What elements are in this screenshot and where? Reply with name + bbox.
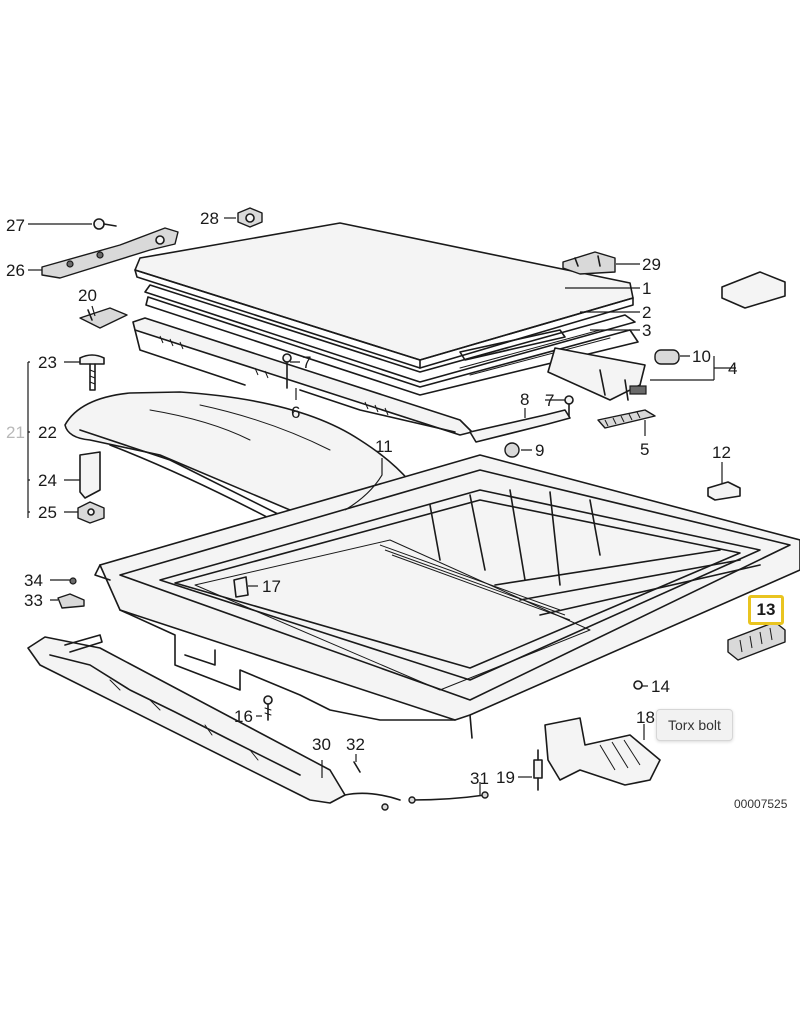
rear-guide-right[interactable] [562, 251, 616, 275]
diagram-code: 00007525 [734, 797, 788, 811]
drive-cable-rail[interactable] [132, 317, 473, 436]
part-tooltip: Torx bolt [656, 709, 733, 741]
bracket-24[interactable] [79, 451, 101, 499]
bracket-18[interactable] [544, 717, 661, 786]
cable-5[interactable] [597, 409, 656, 429]
clip-12[interactable] [707, 481, 741, 501]
leader-lines [27, 217, 736, 795]
hose-32[interactable] [344, 761, 401, 811]
label-30: 30 [312, 735, 331, 754]
label-9: 9 [535, 441, 544, 460]
part-labels: 27 28 26 29 1 2 3 10 4 20 7 6 8 7 9 5 23… [6, 209, 788, 811]
label-10: 10 [692, 347, 711, 366]
label-6: 6 [291, 403, 300, 422]
label-26: 26 [6, 261, 25, 280]
pad-29-right[interactable] [721, 271, 786, 309]
label-1: 1 [642, 279, 651, 298]
label-31: 31 [470, 769, 489, 788]
label-2: 2 [642, 303, 651, 322]
label-29: 29 [642, 255, 661, 274]
plug-10[interactable] [654, 349, 680, 365]
screw-16[interactable] [263, 695, 273, 721]
screw-7-left[interactable] [282, 353, 292, 389]
screw-7-right[interactable] [564, 395, 574, 417]
label-32: 32 [346, 735, 365, 754]
guide-rail[interactable] [547, 347, 647, 401]
label-8: 8 [520, 390, 529, 409]
label-28: 28 [200, 209, 219, 228]
label-16: 16 [234, 707, 253, 726]
label-22: 22 [38, 423, 57, 442]
label-14: 14 [651, 677, 670, 696]
label-11: 11 [375, 437, 393, 456]
nut-9[interactable] [504, 442, 520, 458]
nut-28[interactable] [237, 207, 263, 228]
sunroof-frame[interactable] [94, 454, 800, 739]
bolt-33[interactable] [57, 593, 85, 609]
bolt-19[interactable] [533, 749, 543, 791]
label-17: 17 [262, 577, 281, 596]
lever-8[interactable] [469, 409, 571, 443]
label-23: 23 [38, 353, 57, 372]
label-24: 24 [38, 471, 57, 490]
bracket-20[interactable] [79, 307, 128, 329]
label-18: 18 [636, 708, 655, 727]
label-4: 4 [728, 359, 737, 378]
screw-34[interactable] [69, 577, 77, 585]
label-12: 12 [712, 443, 731, 462]
label-7-right: 7 [545, 391, 554, 410]
nut-25[interactable] [77, 501, 105, 524]
clip-17[interactable] [233, 576, 249, 598]
label-3: 3 [642, 321, 651, 340]
label-21: 21 [6, 423, 25, 442]
glass-panel[interactable] [134, 222, 634, 369]
label-25: 25 [38, 503, 57, 522]
label-20: 20 [78, 286, 97, 305]
panel-seal-frame[interactable] [144, 284, 639, 396]
rear-guide-left[interactable] [41, 227, 179, 279]
screw-14[interactable] [633, 680, 643, 690]
label-34: 34 [24, 571, 43, 590]
label-27: 27 [6, 216, 25, 235]
highlighted-part-13-label[interactable]: 13 [748, 595, 784, 625]
hose-31[interactable] [408, 791, 489, 804]
label-7-left: 7 [302, 353, 311, 372]
label-19: 19 [496, 768, 515, 787]
screw-27[interactable] [93, 218, 117, 230]
label-5: 5 [640, 440, 649, 459]
slider-13[interactable] [727, 621, 786, 661]
label-33: 33 [24, 591, 43, 610]
bolt-23[interactable] [79, 354, 105, 391]
